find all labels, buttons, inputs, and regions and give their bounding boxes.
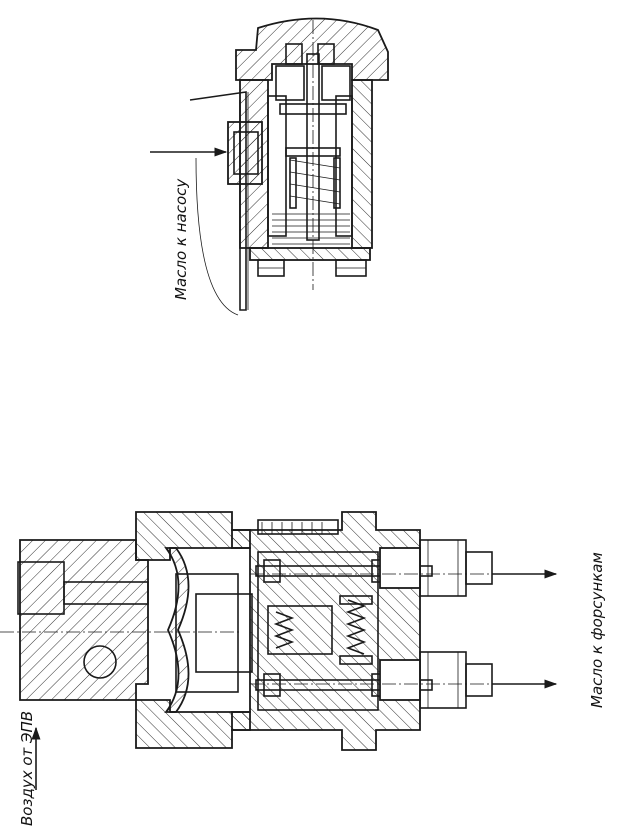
valve-housing-right (351, 79, 373, 249)
distributor-assembly (0, 511, 558, 790)
valve-spring (289, 157, 341, 209)
washer-stack (272, 213, 350, 245)
label-air-from-epv: Воздух от ЭПВ (18, 711, 36, 826)
label-oil-to-injectors: Масло к форсункам (588, 552, 606, 708)
air-chamber-block (19, 539, 149, 701)
return-spring-right (339, 595, 373, 665)
label-oil-to-pump: Масло к насосу (172, 178, 190, 300)
return-spring-left (273, 611, 295, 649)
outlet-fitting-upper (379, 539, 493, 597)
air-port-plug (83, 645, 117, 679)
diaphragm (164, 547, 190, 713)
pump-valve-assembly (150, 17, 389, 316)
central-piston (267, 605, 333, 655)
outlet-fitting-lower (379, 651, 493, 709)
valve-cap (235, 17, 389, 81)
